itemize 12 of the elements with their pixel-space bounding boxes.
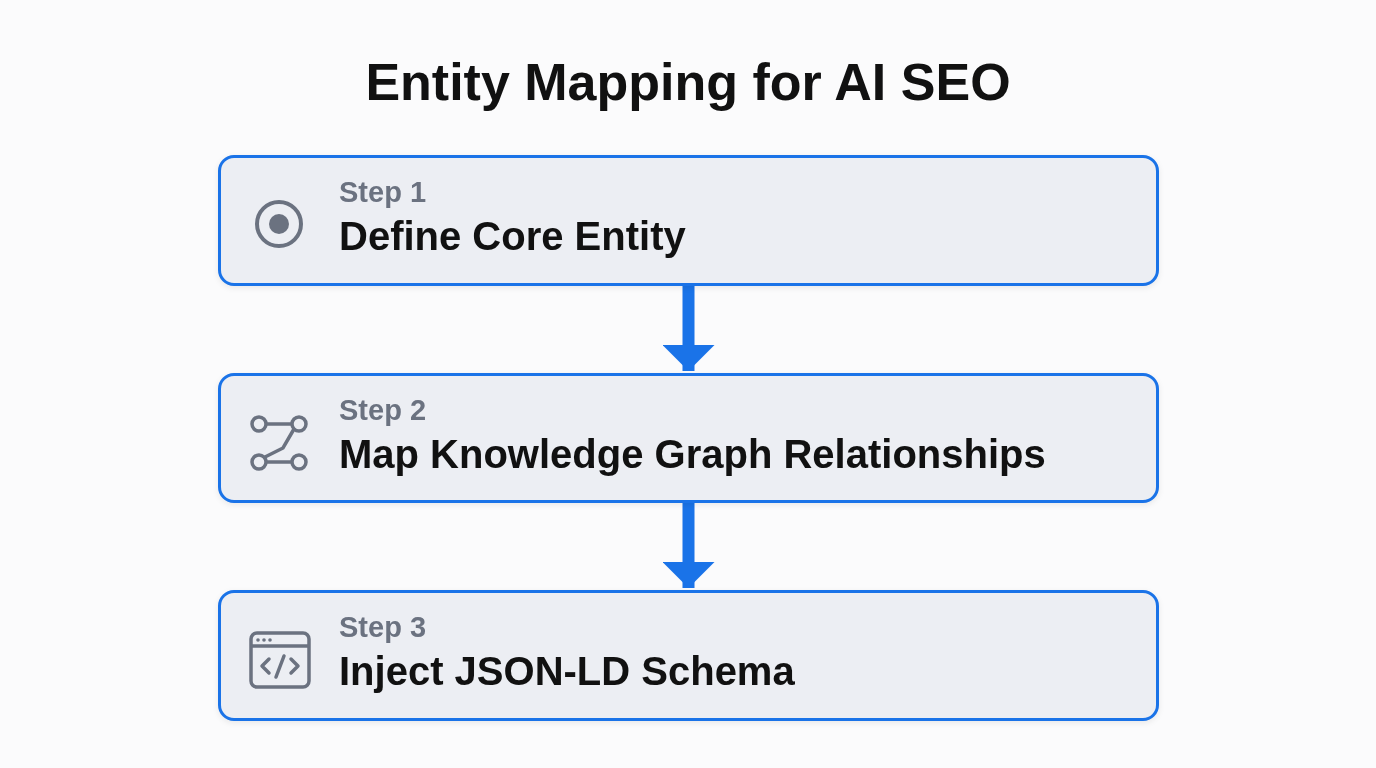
step-box — [218, 590, 1159, 721]
step-number: Step 1 — [339, 176, 427, 209]
diagram-title: Entity Mapping for AI SEO — [364, 52, 1012, 112]
step-title: Define Core Entity — [339, 214, 686, 259]
step-number: Step 3 — [339, 611, 427, 644]
step-title: Inject JSON-LD Schema — [339, 649, 795, 694]
step-title: Map Knowledge Graph Relationships — [339, 432, 1046, 477]
arrow — [662, 286, 715, 371]
arrow — [662, 503, 715, 588]
step-number: Step 2 — [339, 394, 427, 427]
step-box — [218, 155, 1159, 286]
step-box — [218, 373, 1159, 503]
